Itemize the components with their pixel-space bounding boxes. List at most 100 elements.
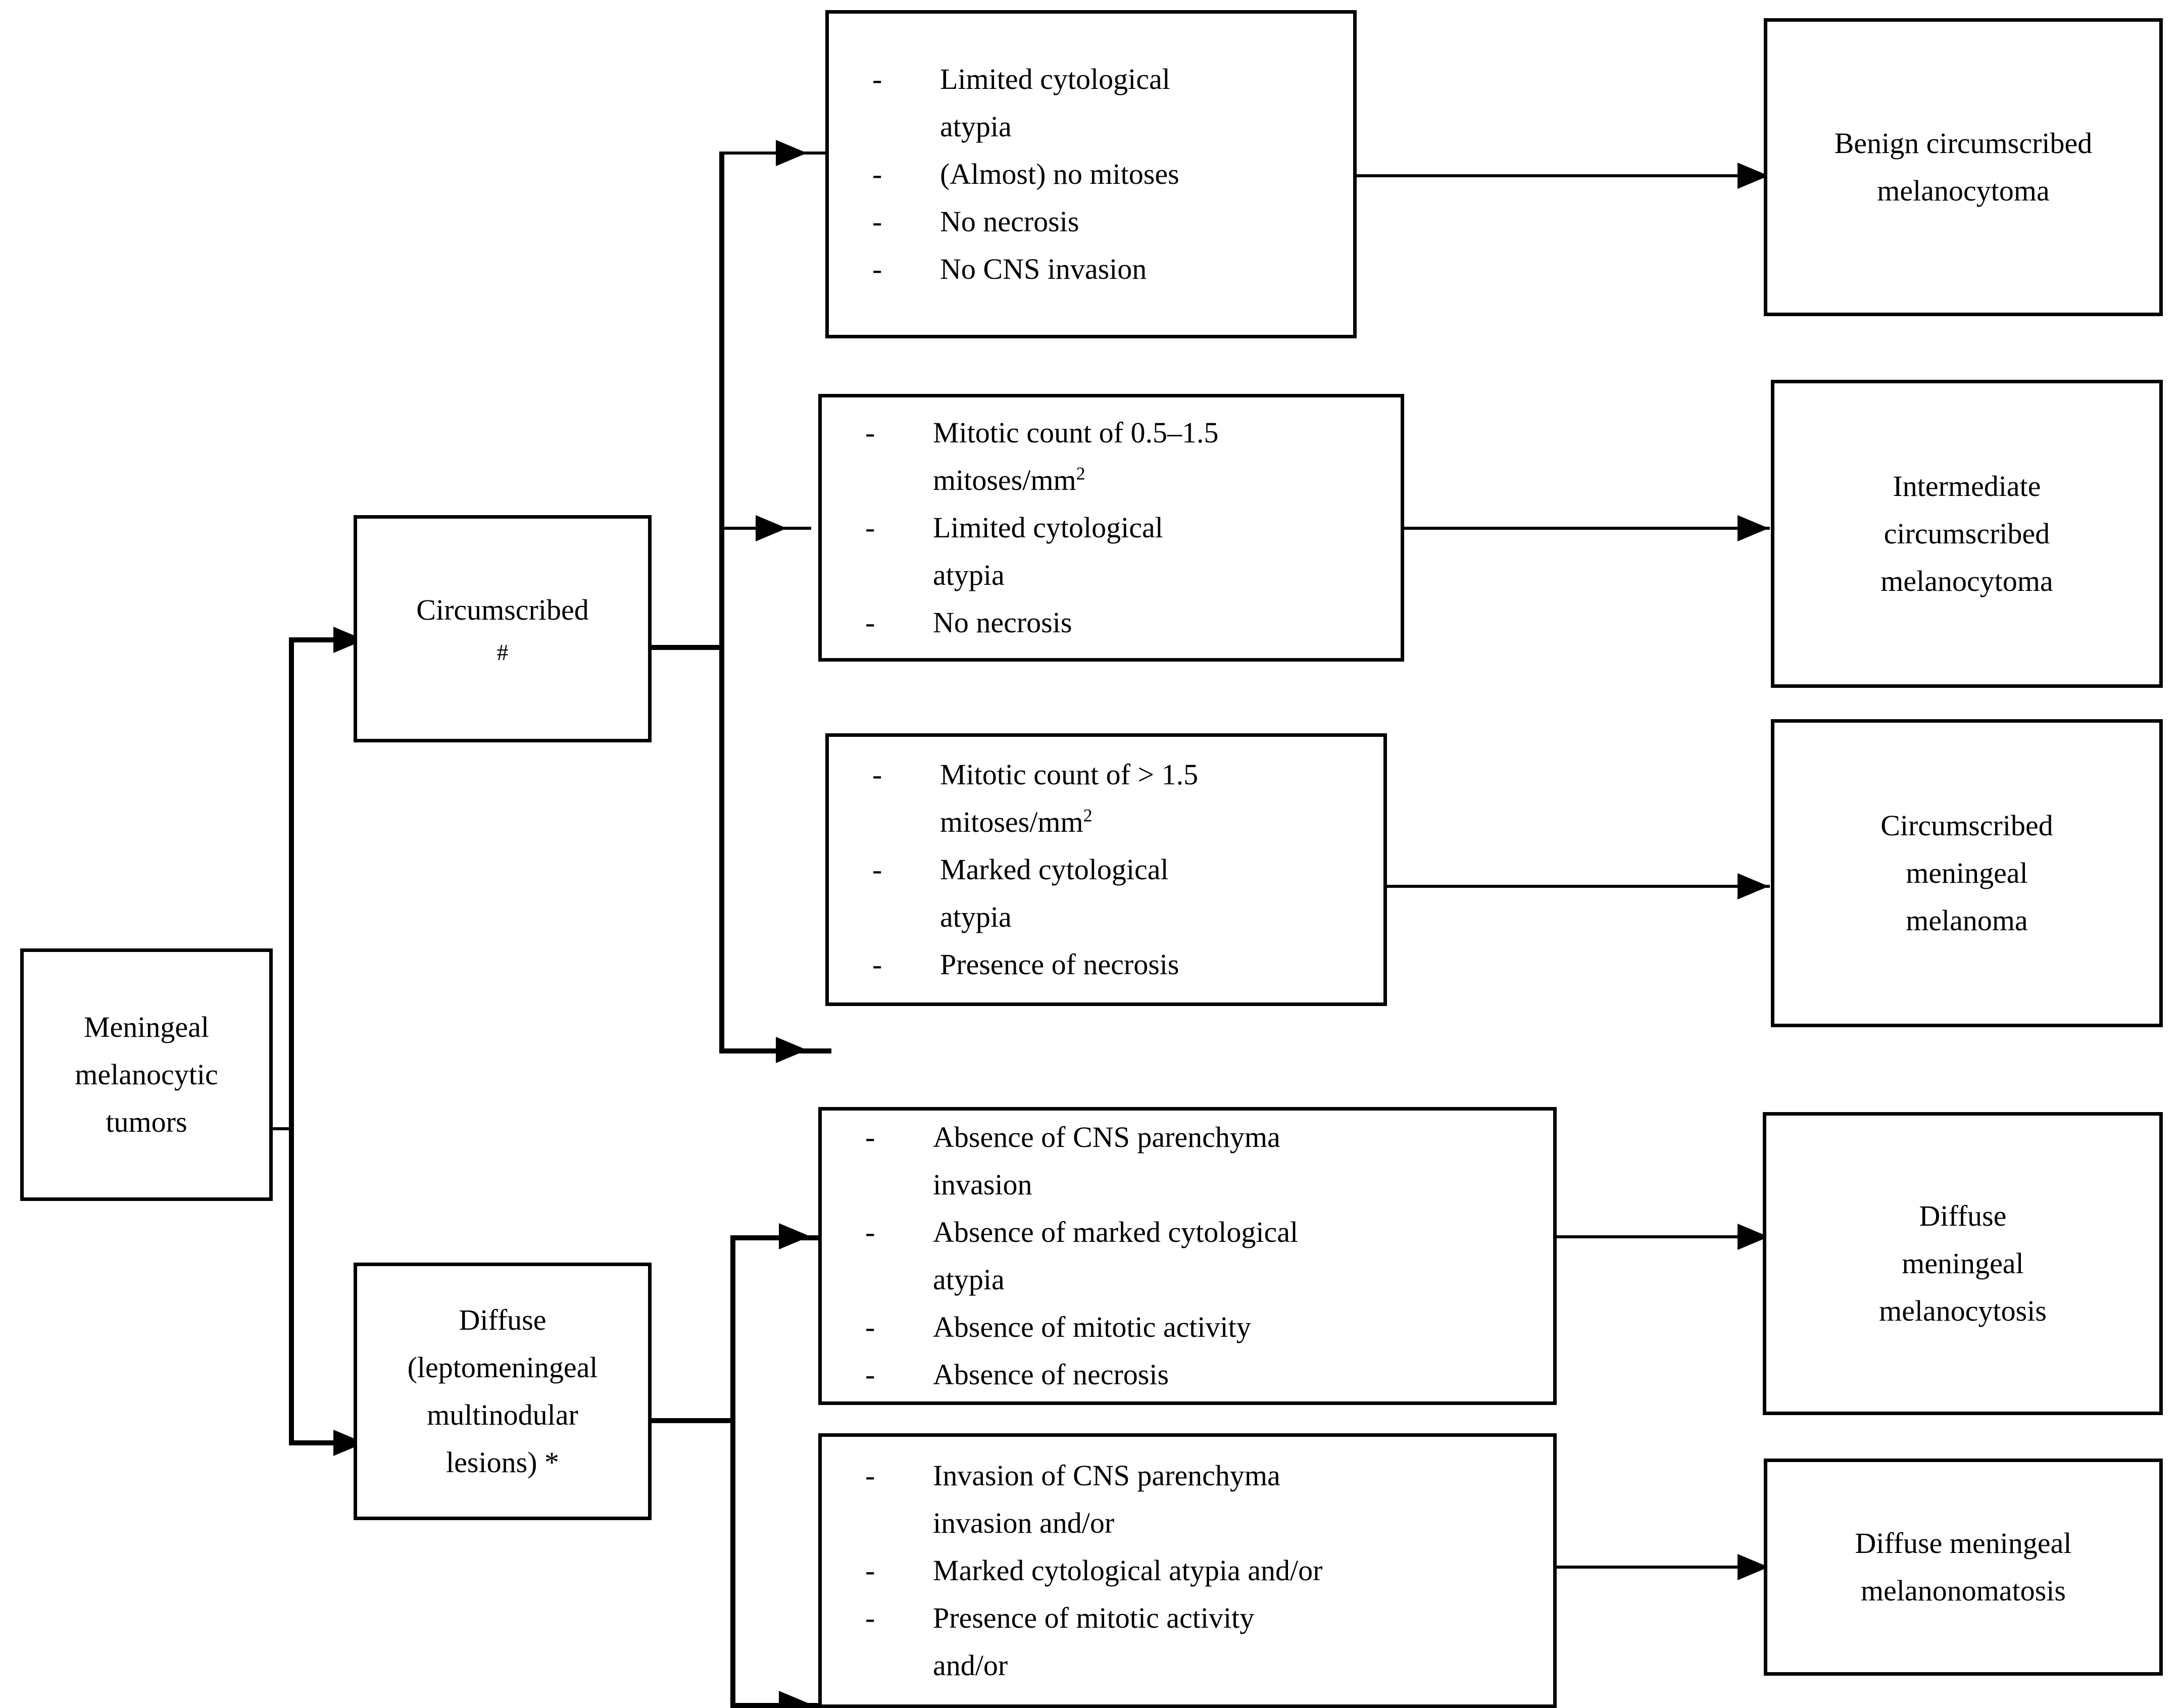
outcome-line-2: meningeal bbox=[1906, 857, 2028, 890]
criteria-item: - Marked cytological atypia and/or bbox=[865, 1547, 1553, 1594]
superscript-two: 2 bbox=[1083, 805, 1093, 826]
outcome-line-3: melanocytoma bbox=[1880, 564, 2053, 597]
arrow-to-outcome-melanoma bbox=[1738, 873, 1769, 899]
criteria-text: Marked cytological atypia and/or bbox=[933, 1554, 1323, 1587]
outcome-line-1: Benign circumscribed bbox=[1834, 127, 2093, 160]
criteria-text-line-1: Mitotic count of 0.5–1.5 bbox=[933, 416, 1219, 449]
criteria-text-line-2: atypia bbox=[933, 558, 1005, 591]
arrow-to-criteria-benign bbox=[776, 140, 807, 166]
arrow-to-criteria-melanoma bbox=[776, 1037, 807, 1063]
criteria-text-line-1: Limited cytological bbox=[940, 63, 1170, 96]
node-meningeal-melanocytic-tumors[interactable]: Meningeal melanocytic tumors bbox=[20, 948, 273, 1201]
node-circumscribed[interactable]: Circumscribed # bbox=[354, 515, 652, 742]
criteria-item: - Invasion of CNS parenchyma invasion an… bbox=[865, 1452, 1553, 1547]
criteria-list-melanocytosis: - Absence of CNS parenchyma invasion - A… bbox=[822, 1114, 1553, 1398]
arrow-to-criteria-melanocytosis bbox=[779, 1223, 810, 1249]
outcome-line-2: melanonomatosis bbox=[1861, 1574, 2066, 1607]
outcome-line-2: circumscribed bbox=[1883, 517, 2050, 550]
criteria-text: No CNS invasion bbox=[940, 252, 1147, 285]
criteria-text-line-1: Mitotic count of > 1.5 bbox=[940, 758, 1199, 791]
root-line-3: tumors bbox=[106, 1105, 187, 1138]
bullet-dash: - bbox=[872, 947, 882, 981]
criteria-text: No necrosis bbox=[933, 606, 1072, 639]
criteria3-to-outcome3-line bbox=[1384, 885, 1770, 888]
criteria-list-intermediate: - Mitotic count of 0.5–1.5 mitoses/mm2 -… bbox=[822, 409, 1401, 646]
criteria-text-line-2: invasion bbox=[933, 1168, 1032, 1201]
diffuse-line-4: lesions) * bbox=[446, 1445, 559, 1479]
outcome-box-intermediate-circumscribed-melanocytoma[interactable]: Intermediate circumscribed melanocytoma bbox=[1771, 380, 2163, 688]
criteria-text-line-2: atypia bbox=[940, 110, 1012, 143]
outcome-box-diffuse-meningeal-melanonomatosis[interactable]: Diffuse meningeal melanonomatosis bbox=[1764, 1459, 2163, 1676]
superscript-two: 2 bbox=[1076, 463, 1085, 484]
criteria4-to-outcome4-line bbox=[1554, 1235, 1770, 1238]
arrow-to-outcome-melanonomatosis bbox=[1738, 1554, 1769, 1580]
criteria-text-line-1: Marked cytological bbox=[940, 853, 1169, 886]
bullet-dash: - bbox=[865, 1310, 875, 1343]
bullet-dash: - bbox=[865, 1358, 875, 1391]
criteria-text-line-2: and/or bbox=[933, 1648, 1008, 1682]
bullet-dash: - bbox=[865, 1216, 875, 1249]
criteria-list-benign: - Limited cytological atypia - (Almost) … bbox=[829, 56, 1353, 293]
criteria-text: (Almost) no mitoses bbox=[940, 158, 1179, 191]
root-line-2: melanocytic bbox=[75, 1058, 218, 1091]
criteria-text-line-2: mitoses/mm bbox=[933, 464, 1076, 497]
bullet-dash: - bbox=[865, 606, 875, 639]
circumscribed-split-trunk bbox=[719, 152, 724, 1051]
criteria1-to-outcome1-line bbox=[1354, 174, 1770, 177]
diffuse-split-trunk bbox=[730, 1235, 735, 1706]
root-line-1: Meningeal bbox=[83, 1011, 210, 1044]
criteria-item: - (Almost) no mitoses bbox=[872, 150, 1353, 198]
criteria-box-intermediate-circumscribed[interactable]: - Mitotic count of 0.5–1.5 mitoses/mm2 -… bbox=[818, 394, 1404, 662]
criteria-item: - Limited cytological atypia bbox=[865, 504, 1401, 599]
criteria-item: - Mitotic count of 0.5–1.5 mitoses/mm2 bbox=[865, 409, 1401, 504]
criteria-text: Presence of necrosis bbox=[940, 947, 1179, 981]
criteria-text-line-1: Limited cytological bbox=[933, 511, 1163, 544]
criteria-text-line-2: atypia bbox=[940, 900, 1012, 933]
bullet-dash: - bbox=[865, 1601, 875, 1634]
bullet-dash: - bbox=[865, 416, 875, 449]
diffuse-line-2: (leptomeningeal bbox=[407, 1351, 598, 1384]
bullet-dash: - bbox=[872, 252, 882, 285]
criteria-item: - Absence of CNS parenchyma invasion bbox=[865, 1114, 1553, 1209]
root-arm-diffuse bbox=[289, 1440, 339, 1445]
bullet-dash: - bbox=[865, 1459, 875, 1492]
bullet-dash: - bbox=[865, 1121, 875, 1154]
outcome-line-2: meningeal bbox=[1902, 1247, 2024, 1280]
criteria-item: - Marked cytological atypia bbox=[872, 846, 1383, 941]
criteria-box-benign-circumscribed[interactable]: - Limited cytological atypia - (Almost) … bbox=[825, 10, 1357, 338]
criteria-text-line-1: Presence of mitotic activity bbox=[933, 1601, 1255, 1634]
bullet-dash: - bbox=[872, 758, 882, 791]
outcome-box-circumscribed-meningeal-melanoma[interactable]: Circumscribed meningeal melanoma bbox=[1771, 719, 2163, 1027]
root-trunk bbox=[289, 637, 294, 1443]
criteria-item: - Limited cytological atypia bbox=[872, 56, 1353, 150]
outcome-line-1: Diffuse bbox=[1919, 1199, 2007, 1233]
criteria-text-line-2: mitoses/mm bbox=[940, 806, 1083, 839]
criteria-box-diffuse-melanonomatosis[interactable]: - Invasion of CNS parenchyma invasion an… bbox=[818, 1433, 1557, 1708]
criteria-item: - Absence of mitotic activity bbox=[865, 1303, 1553, 1351]
circumscribed-arm-1 bbox=[719, 152, 831, 155]
outcome-line-1: Circumscribed bbox=[1880, 809, 2053, 842]
criteria-text-line-2: invasion and/or bbox=[933, 1506, 1115, 1540]
outcome-line-3: melanocytosis bbox=[1879, 1294, 2047, 1327]
bullet-dash: - bbox=[872, 63, 882, 96]
bullet-dash: - bbox=[865, 511, 875, 544]
outcome-box-benign-circumscribed-melanocytoma[interactable]: Benign circumscribed melanocytoma bbox=[1764, 18, 2163, 316]
criteria-text-line-2: atypia bbox=[933, 1263, 1005, 1296]
node-diffuse[interactable]: Diffuse (leptomeningeal multinodular les… bbox=[354, 1263, 652, 1520]
criteria-item: - Absence of necrosis bbox=[865, 1351, 1553, 1398]
criteria5-to-outcome5-line bbox=[1554, 1566, 1770, 1569]
circumscribed-footnote-marker: # bbox=[497, 639, 509, 665]
root-arm-circumscribed bbox=[289, 637, 339, 642]
outcome-box-diffuse-meningeal-melanocytosis[interactable]: Diffuse meningeal melanocytosis bbox=[1763, 1112, 2163, 1415]
arrow-to-criteria-intermediate bbox=[756, 515, 787, 541]
criteria-box-diffuse-melanocytosis[interactable]: - Absence of CNS parenchyma invasion - A… bbox=[818, 1107, 1557, 1405]
criteria-text: Absence of necrosis bbox=[933, 1358, 1169, 1391]
outcome-line-1: Diffuse meningeal bbox=[1855, 1527, 2072, 1560]
outcome-line-3: melanoma bbox=[1906, 903, 2028, 937]
circumscribed-stem bbox=[621, 645, 722, 650]
criteria-box-circumscribed-melanoma[interactable]: - Mitotic count of > 1.5 mitoses/mm2 - M… bbox=[825, 733, 1387, 1006]
criteria-item: - Presence of mitotic activity and/or bbox=[865, 1594, 1553, 1689]
arrow-to-outcome-intermediate bbox=[1738, 515, 1769, 541]
outcome-line-2: melanocytoma bbox=[1877, 174, 2050, 207]
